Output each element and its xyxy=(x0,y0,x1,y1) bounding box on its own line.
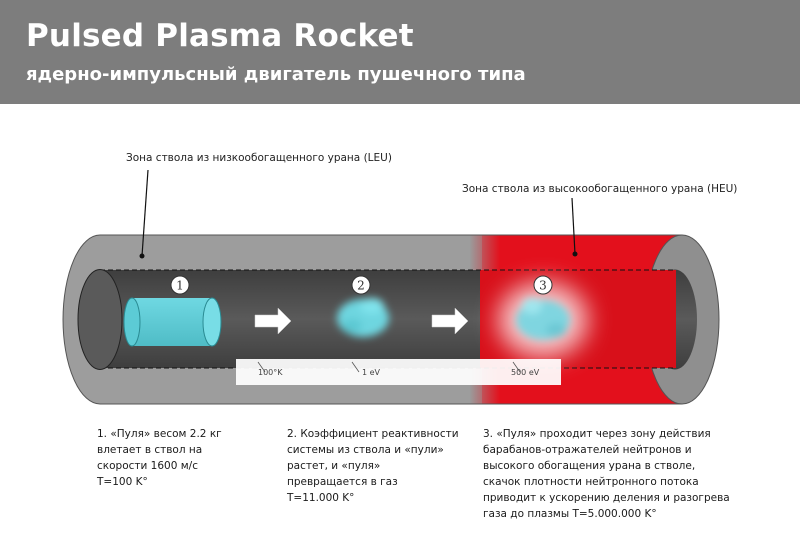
page-title: Pulsed Plasma Rocket xyxy=(26,18,414,54)
arrow-right-icon xyxy=(254,307,292,335)
bullet-front xyxy=(202,297,222,347)
svg-text:2: 2 xyxy=(357,279,365,293)
svg-text:1: 1 xyxy=(176,279,184,293)
stage-number-marker: 2 xyxy=(351,275,371,295)
scale-tick xyxy=(512,361,521,373)
temperature-label-stage-3: 500 eV xyxy=(511,368,540,377)
gas-cloud xyxy=(337,298,389,337)
leu-pointer-line xyxy=(141,169,149,257)
heu-pointer-dot xyxy=(572,251,578,257)
page-subtitle: ядерно-импульсный двигатель пушечного ти… xyxy=(26,64,526,85)
stage-2-description: 2. Коэффициент реактивности системы из с… xyxy=(287,428,459,504)
bullet-body xyxy=(132,298,212,346)
temperature-label-stage-2: 1 eV xyxy=(362,368,381,377)
header-banner: Pulsed Plasma Rocket ядерно-импульсный д… xyxy=(0,0,800,104)
stage-1-description: 1. «Пуля» весом 2.2 кг влетает в ствол н… xyxy=(97,428,222,488)
temperature-scale xyxy=(236,359,561,385)
stage-number-marker: 3 xyxy=(533,275,553,295)
plasma-glow xyxy=(498,282,588,358)
stage-number-marker: 1 xyxy=(170,275,190,295)
temperature-label-stage-1: 100°K xyxy=(258,368,283,377)
heu-pointer-line xyxy=(571,197,576,255)
leu-pointer-dot xyxy=(139,253,145,259)
scale-tick xyxy=(351,361,360,373)
heu-zone-label: Зона ствола из высокообогащенного урана … xyxy=(462,183,738,195)
stage-3-description: 3. «Пуля» проходит через зону действия б… xyxy=(483,428,730,520)
svg-text:3: 3 xyxy=(539,279,547,293)
leu-zone-label: Зона ствола из низкообогащенного урана (… xyxy=(126,152,392,164)
barrel-entry-opening xyxy=(77,269,123,370)
bullet-rear xyxy=(123,297,141,347)
arrow-right-icon xyxy=(431,307,469,335)
scale-tick xyxy=(257,361,266,373)
